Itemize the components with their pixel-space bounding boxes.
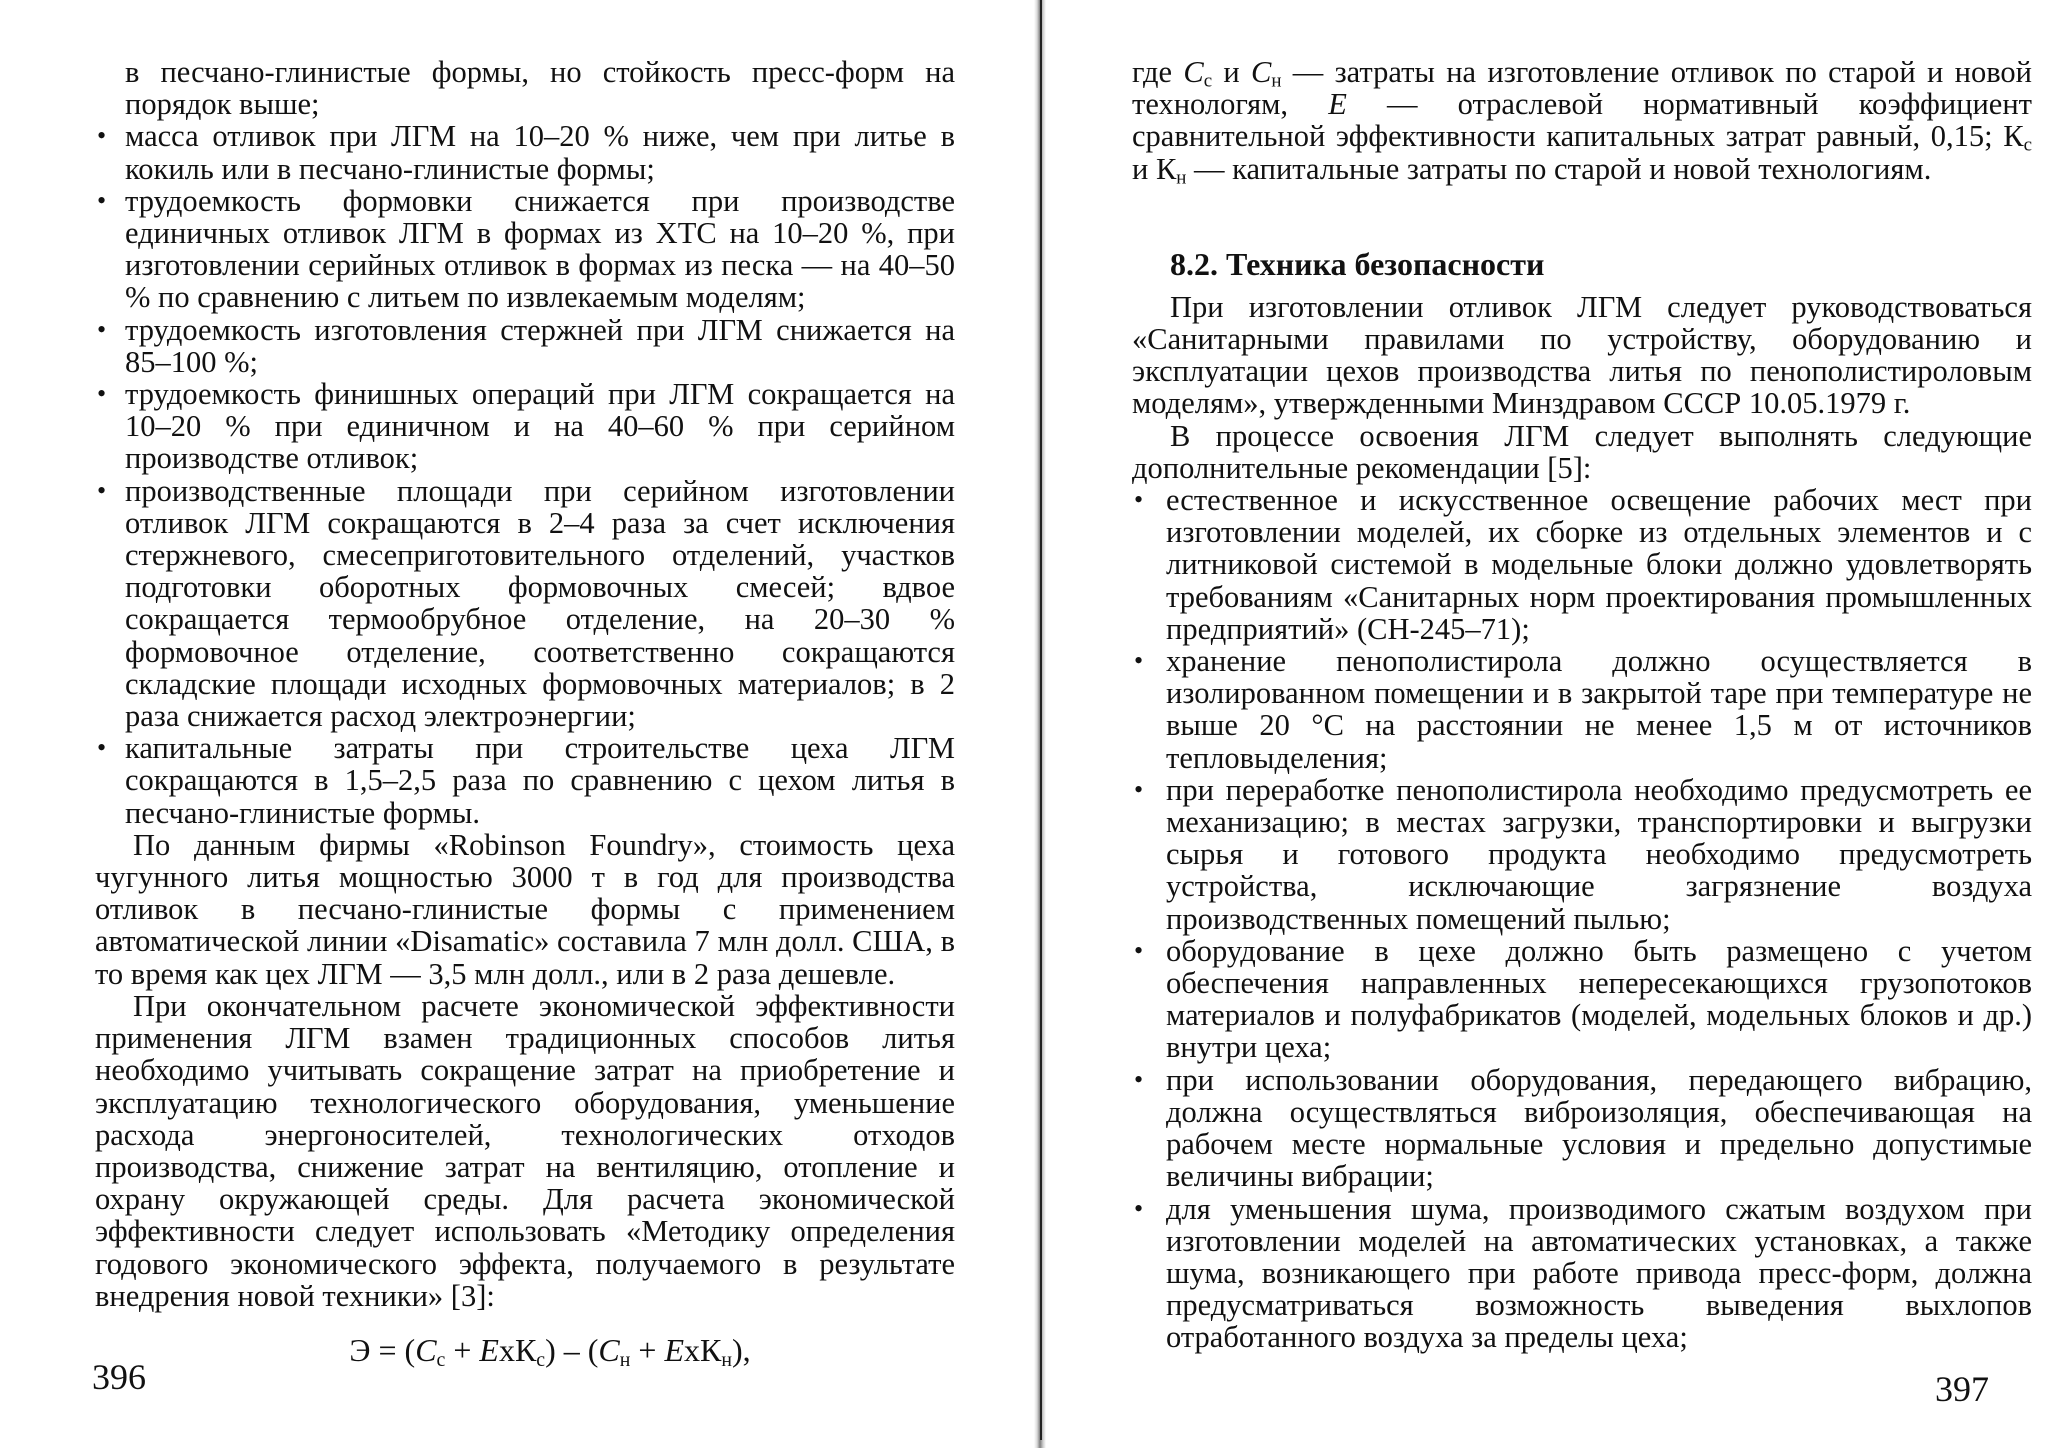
list-item: • производственные площади при серийном и… [95,475,955,733]
list-item: • при переработке пенополистирола необход… [1132,774,2032,935]
list-item: • трудоемкость финишных операций при ЛГМ … [95,378,955,475]
left-bullet-list: • масса отливок при ЛГМ на 10–20 % ниже, … [95,119,955,829]
bullet-icon: • [1134,1193,1144,1223]
bullet-icon: • [1134,646,1144,676]
bullet-icon: • [97,733,107,763]
bullet-icon: • [1134,485,1144,515]
list-item-text: трудоемкость финишных операций при ЛГМ с… [125,377,955,476]
list-item: • масса отливок при ЛГМ на 10–20 % ниже, … [95,119,955,186]
economic-effect-formula: Э = (Сс + ЕхКс) – (Сн + ЕхКн), [349,1331,751,1371]
list-item-text: при переработке пенополистирола необходи… [1166,772,2032,936]
book-gutter-line [1040,0,1042,1440]
page-number-right: 397 [1935,1369,1989,1409]
page-number-left: 396 [92,1357,146,1397]
list-item: • капитальные затраты при строительстве ц… [95,732,955,829]
list-item-text: для уменьшения шума, производимого сжаты… [1166,1191,2032,1355]
right-page: где Сс и Сн — затраты на изготовление от… [1040,0,2054,1448]
list-item-text: трудоемкость формовки снижается при прои… [125,183,955,315]
list-item: • оборудование в цехе должно быть размеще… [1132,935,2032,1064]
right-paragraph-recommendations: В процессе освоения ЛГМ следует выполнят… [1132,418,2032,485]
right-page-text-column: где Сс и Сн — затраты на изготовление от… [1132,56,2032,1354]
bullet-icon: • [1134,774,1144,804]
left-opening-text: в песчано-глинистые формы, но стойкость … [125,55,955,122]
bullet-icon: • [97,185,107,215]
list-item-text: капитальные затраты при строительстве це… [125,731,955,830]
left-paragraph-efficiency: При окончательном расчете экономической … [95,988,955,1313]
list-item-text: естественное и искусственное освещение р… [1166,483,2032,646]
bullet-icon: • [1134,935,1144,965]
list-item: • естественное и искусственное освещение … [1132,484,2032,645]
left-paragraph-robinson: По данным фирмы «Robinson Foundry», стои… [95,827,955,991]
right-top-paragraph: где Сс и Сн — затраты на изготовление от… [1132,55,2033,189]
bullet-icon: • [97,121,107,151]
right-paragraph-sanitary-rules: При изготовлении отливок ЛГМ следует рук… [1132,289,2032,421]
list-item-text: производственные площади при серийном из… [125,473,955,734]
bullet-icon: • [1134,1064,1144,1094]
left-page: в песчано-глинистые формы, но стойкость … [92,55,955,1397]
bullet-icon: • [97,475,107,505]
list-item: • при использовании оборудования, передаю… [1132,1064,2032,1193]
right-bullet-list: • естественное и искусственное освещение … [1132,484,2032,1353]
list-item: • хранение пенополистирола должно осущест… [1132,645,2032,774]
list-item: • для уменьшения шума, производимого сжат… [1132,1191,2032,1355]
bullet-icon: • [97,379,107,409]
list-item-text: трудоемкость изготовления стержней при Л… [125,312,955,379]
list-item-text: масса отливок при ЛГМ на 10–20 % ниже, ч… [125,119,955,186]
bullet-icon: • [97,314,107,344]
section-heading: 8.2. Техника безопасности [1170,245,1545,282]
list-item: • трудоемкость формовки снижается при про… [95,185,955,314]
list-item-text: оборудование в цехе должно быть размещен… [1166,933,2032,1065]
left-page-text-column: в песчано-глинистые формы, но стойкость … [95,55,955,1371]
list-item-text: при использовании оборудования, передающ… [1166,1062,2032,1194]
list-item: • трудоемкость изготовления стержней при … [95,312,955,379]
list-item-text: хранение пенополистирола должно осуществ… [1166,644,2032,775]
